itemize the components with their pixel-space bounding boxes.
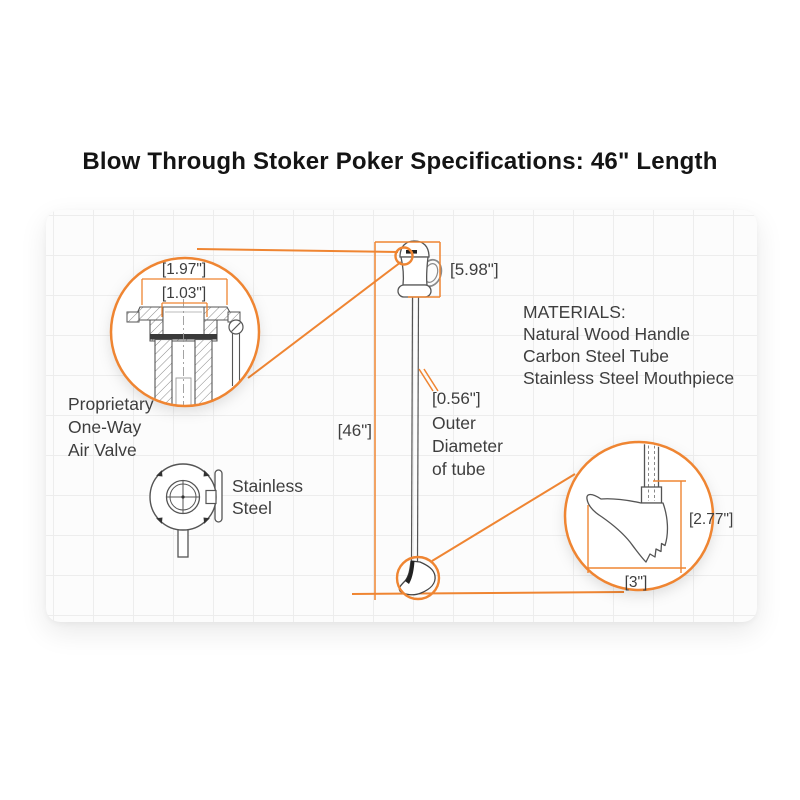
proprietary-line-3: Air Valve (68, 440, 137, 460)
materials-item-1: Natural Wood Handle (523, 324, 690, 344)
dim-label-0-56: [0.56"] (432, 389, 481, 408)
od-caption-1: Outer (432, 413, 476, 433)
tube-od-caption: [0.56"] Outer Diameter of tube (432, 389, 503, 479)
steel-tube (410, 296, 420, 563)
dim-label-46: [46"] (338, 421, 372, 440)
mouthpiece-drawing (586, 444, 669, 563)
dim-1-03 (161, 302, 208, 317)
wood-handle (397, 240, 432, 298)
od-caption-2: Diameter (432, 436, 503, 456)
stainless-line-1: Stainless (232, 476, 303, 496)
proprietary-valve-label: Proprietary One-Way Air Valve (68, 394, 154, 460)
valve-rim-tabs (156, 470, 210, 524)
valve-cross-section (126, 299, 244, 405)
materials-item-3: Stainless Steel Mouthpiece (523, 368, 734, 388)
dim-3 (587, 505, 686, 573)
page-title: Blow Through Stoker Poker Specifications… (82, 148, 718, 175)
materials-item-2: Carbon Steel Tube (523, 346, 669, 366)
stainless-steel-label: Stainless Steel (232, 476, 303, 518)
proprietary-line-2: One-Way (68, 417, 142, 437)
od-caption-3: of tube (432, 459, 486, 479)
left-detail-circle: [1.97"] [1.03"] (109, 256, 261, 408)
right-zoom-connector-lines (351, 473, 625, 595)
dim-label-5-98: [5.98"] (450, 260, 499, 279)
zoom-indicator-bottom (395, 555, 441, 601)
dim-label-1-03: [1.03"] (162, 285, 206, 302)
stainless-line-2: Steel (232, 498, 272, 518)
tip-hook (398, 560, 436, 596)
dim-1-97 (141, 278, 228, 305)
materials-heading: MATERIALS: (523, 302, 626, 322)
proprietary-line-1: Proprietary (68, 394, 154, 414)
dim-label-3: [3"] (625, 574, 648, 591)
materials-block: MATERIALS: Natural Wood Handle Carbon St… (523, 302, 734, 388)
air-valve-top-view (149, 463, 223, 558)
dim-label-1-97: [1.97"] (162, 261, 206, 278)
right-detail-circle: [2.77"] [3"] (563, 440, 733, 592)
dim-label-2-77: [2.77"] (689, 511, 733, 528)
dim-46 (374, 241, 429, 600)
dim-5-98 (408, 241, 441, 298)
leader-0-56 (418, 368, 439, 392)
zoom-indicator-top (394, 246, 414, 266)
poker-drawing (394, 240, 443, 601)
dim-2-77 (653, 480, 686, 573)
